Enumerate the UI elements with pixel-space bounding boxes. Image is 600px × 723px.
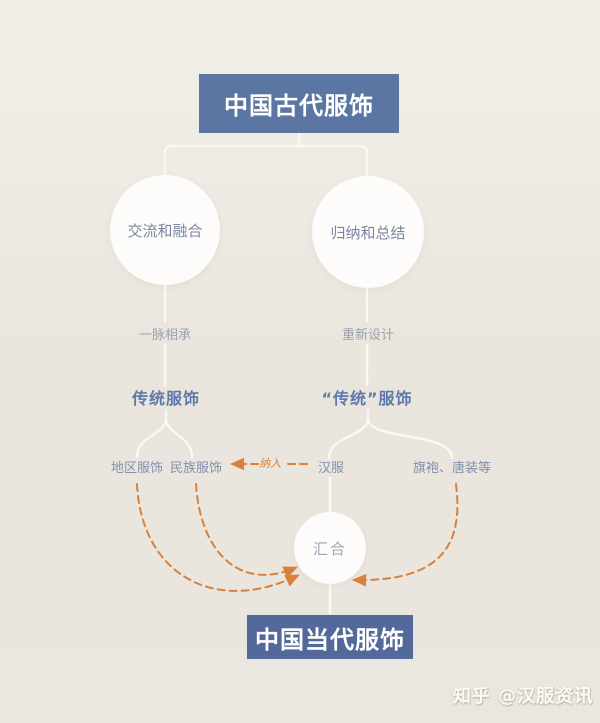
arrow-qipao-to-merge <box>351 483 459 587</box>
incorporate-arrow-label: 纳入 <box>259 457 281 470</box>
circle-summarize-conclude: 归纳和总结 <box>312 176 424 288</box>
fork-left-branch-regional <box>135 417 168 459</box>
leaf-regional-clothing: 地区服饰 <box>110 461 163 476</box>
category-traditional-clothing: 传统服饰 <box>131 389 200 408</box>
edge-root-split <box>163 144 369 181</box>
edge-label-redesign: 重新设计 <box>341 327 394 343</box>
fork-right-branch-qipao <box>366 417 454 460</box>
circle-exchange-fusion: 交流和融合 <box>110 175 220 285</box>
merge-circle: 汇合 <box>294 512 366 584</box>
fork-right-branch-hanfu <box>327 417 370 460</box>
arrow-regional-to-merge <box>136 483 300 592</box>
result-box: 中国当代服饰 <box>247 615 413 659</box>
watermark: 知乎 @汉服资讯 <box>452 686 594 707</box>
orange-arrows <box>136 457 459 592</box>
arrow-ethnic-to-merge <box>195 483 298 579</box>
leaf-hanfu: 汉服 <box>317 461 344 476</box>
fork-left-branch-ethnic <box>164 417 194 459</box>
white-connectors <box>135 131 454 615</box>
leaf-qipao-tangzhuang: 旗袍、唐装等 <box>412 461 491 476</box>
category-quoted-traditional-clothing: “传统”服饰 <box>321 389 413 408</box>
leaf-ethnic-clothing: 民族服饰 <box>169 461 222 476</box>
root-box: 中国古代服饰 <box>199 74 399 133</box>
edge-label-same-lineage: 一脉相承 <box>138 327 191 343</box>
